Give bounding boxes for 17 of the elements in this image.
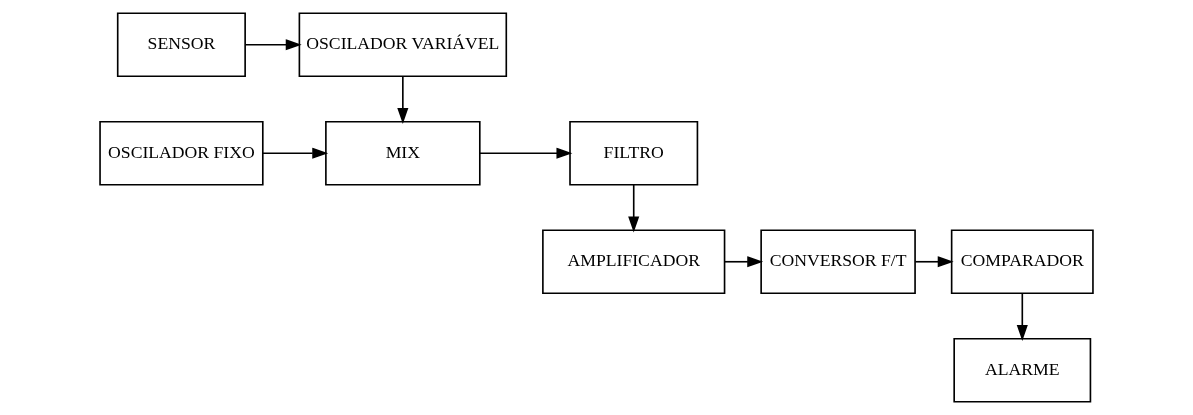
arrow — [914, 256, 954, 268]
arrow — [397, 75, 409, 124]
arrow — [628, 184, 640, 233]
arrow — [244, 39, 302, 51]
node-box: FILTRO — [569, 120, 699, 186]
arrow — [723, 256, 764, 268]
node-box: CONVERSOR F/T — [760, 229, 916, 295]
node-box: SENSOR — [116, 12, 246, 78]
node-box: ALARME — [953, 337, 1092, 403]
node-box: OSCILADOR FIXO — [99, 120, 264, 186]
arrow — [479, 147, 573, 159]
node-box: COMPARADOR — [950, 229, 1094, 295]
node-box: MIX — [325, 120, 481, 186]
arrow — [1016, 292, 1028, 341]
node-box: AMPLIFICADOR — [542, 229, 726, 295]
node-box: OSCILADOR VARIÁVEL — [298, 12, 508, 78]
arrow — [262, 147, 329, 159]
